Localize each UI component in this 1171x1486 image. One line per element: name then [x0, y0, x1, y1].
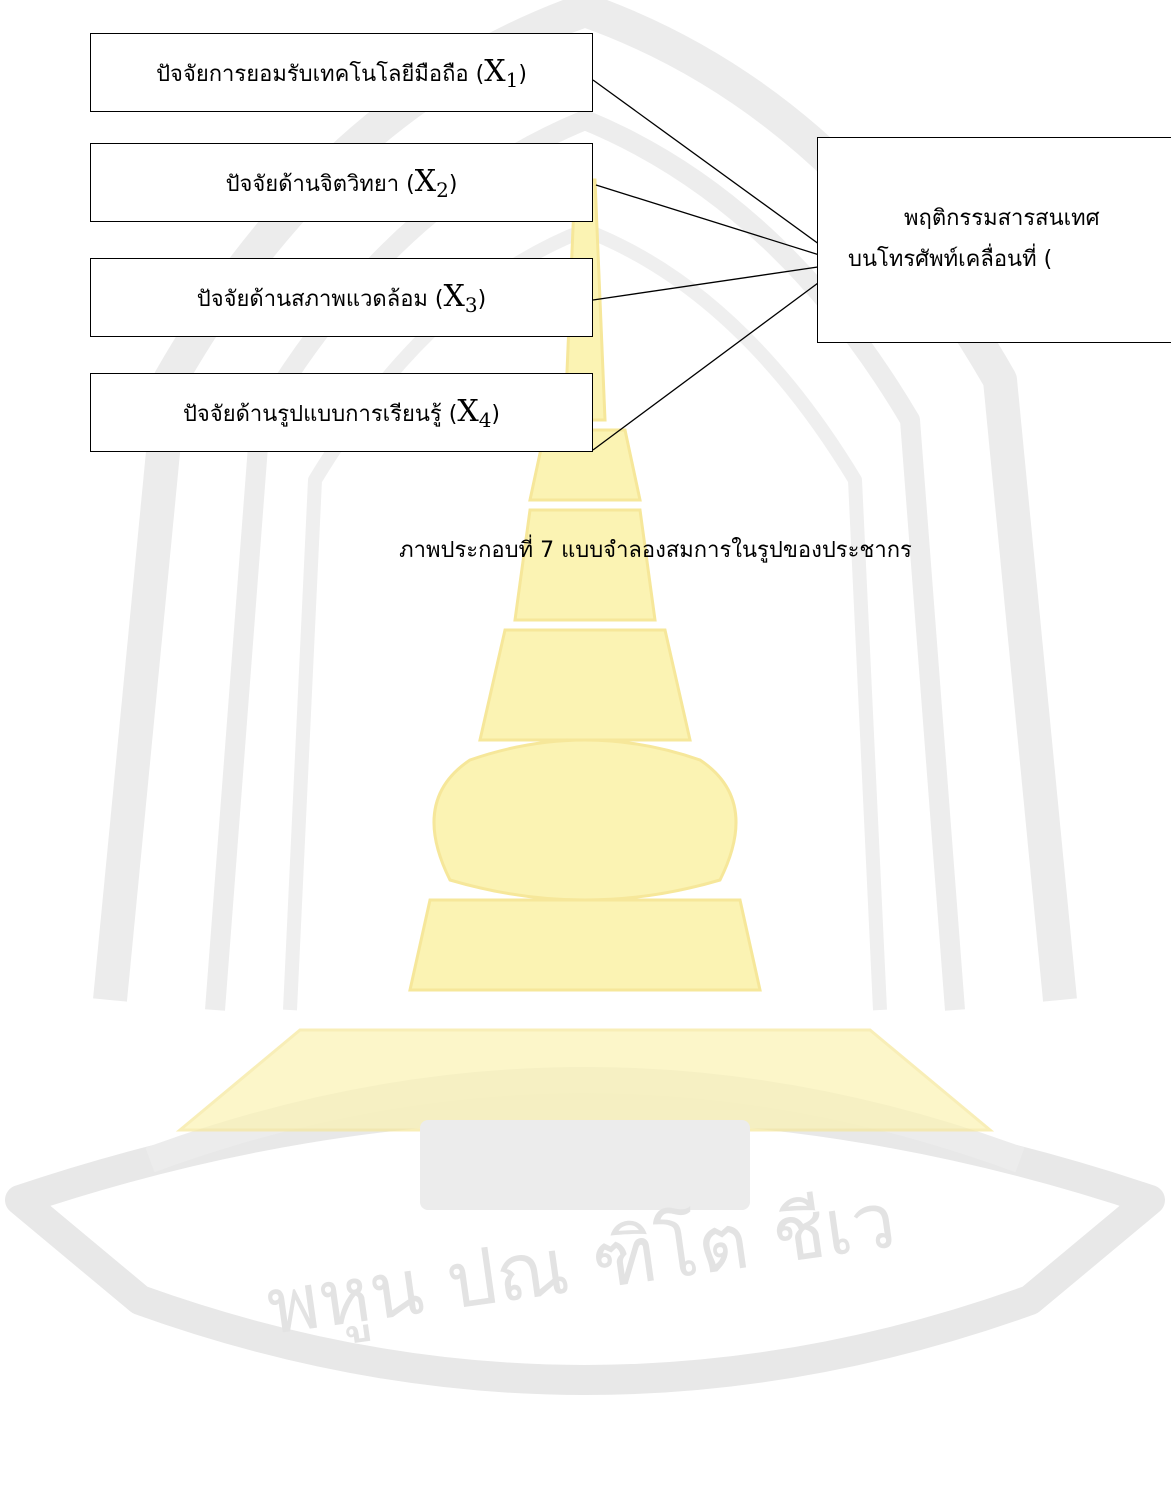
- seal-pattern: [420, 1120, 750, 1210]
- arrow-x2-to-y: [595, 184, 846, 265]
- factor-label-x3: ปัจจัยด้านสภาพแวดล้อม (X3): [196, 279, 487, 317]
- stupa-base: [408, 898, 762, 992]
- factor-box-x3: ปัจจัยด้านสภาพแวดล้อม (X3): [90, 258, 593, 337]
- factor-box-x2: ปัจจัยด้านจิตวิทยา (X2): [90, 143, 593, 222]
- figure-caption: ภาพประกอบที่ 7 แบบจำลองสมการในรูปของประช…: [399, 538, 912, 563]
- variable-x4: X4: [457, 394, 492, 432]
- variable-x1: X1: [484, 54, 519, 92]
- arrow-x1-to-y: [592, 79, 846, 264]
- factor-label-x1: ปัจจัยการยอมรับเทคโนโลยีมือถือ (X1): [156, 54, 527, 92]
- variable-x2: X2: [414, 164, 449, 202]
- stupa-tier-2: [513, 508, 657, 622]
- factor-box-x4: ปัจจัยด้านรูปแบบการเรียนรู้ (X4): [90, 373, 593, 452]
- variable-x3: X3: [443, 279, 478, 317]
- factor-label-x2: ปัจจัยด้านจิตวิทยา (X2): [225, 164, 458, 202]
- factor-label-x4: ปัจจัยด้านรูปแบบการเรียนรู้ (X4): [182, 394, 501, 432]
- outcome-label-line1: พฤติกรรมสารสนเทศ: [904, 206, 1100, 232]
- outcome-label-line2: บนโทรศัพท์เคลื่อนที่ (: [848, 247, 1053, 272]
- outcome-box-y: พฤติกรรมสารสนเทศ บนโทรศัพท์เคลื่อนที่ (: [817, 137, 1171, 343]
- stupa-bowl: [432, 738, 738, 902]
- factor-box-x1: ปัจจัยการยอมรับเทคโนโลยีมือถือ (X1): [90, 33, 593, 112]
- stupa-tier-3: [478, 628, 692, 742]
- arrow-x3-to-y: [592, 259, 846, 301]
- arrow-x4-to-y: [592, 262, 846, 451]
